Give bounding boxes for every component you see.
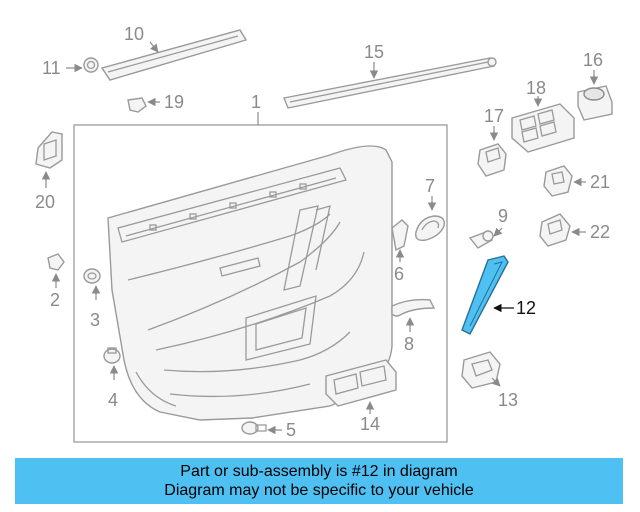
part-19-clip: 19 <box>127 92 184 113</box>
callout-20: 20 <box>35 192 55 212</box>
callout-6: 6 <box>394 264 404 284</box>
part-14-switch-panel: 14 <box>325 359 397 434</box>
part-4-push-clip: 4 <box>103 347 121 410</box>
caption-line-2: Diagram may not be specific to your vehi… <box>164 482 474 499</box>
callout-15: 15 <box>364 42 384 62</box>
caption-banner: Part or sub-assembly is #12 in diagram D… <box>15 458 623 504</box>
part-15-belt-molding: 15 <box>283 42 497 109</box>
part-11-cap: 11 <box>42 57 99 78</box>
parts-diagram: 10 11 19 15 1 <box>35 24 613 443</box>
part-12-highlighted-trim: 12 <box>461 255 536 335</box>
callout-12: 12 <box>516 298 536 318</box>
part-16-knob-switch: 16 <box>577 50 613 121</box>
callout-14: 14 <box>360 414 380 434</box>
callout-10: 10 <box>124 24 144 44</box>
part-17-single-switch: 17 <box>477 106 507 177</box>
callout-4: 4 <box>108 390 118 410</box>
part-8-curved-trim: 8 <box>391 298 436 354</box>
part-20-bracket: 20 <box>35 131 63 212</box>
callout-16: 16 <box>583 50 603 70</box>
callout-22: 22 <box>590 222 610 242</box>
part-21-switch: 21 <box>543 165 610 197</box>
callout-9: 9 <box>498 206 508 226</box>
part-10-upper-trim: 10 <box>100 24 248 81</box>
callout-2: 2 <box>50 290 60 310</box>
part-3-round-clip: 3 <box>83 268 101 330</box>
part-1-door-panel-box: 1 <box>73 92 448 443</box>
part-9-screw: 9 <box>468 206 508 249</box>
callout-7: 7 <box>425 176 435 196</box>
callout-1: 1 <box>251 92 261 112</box>
part-2-clip: 2 <box>47 253 65 310</box>
callout-18: 18 <box>526 78 546 98</box>
callout-3: 3 <box>90 310 100 330</box>
caption-line-1: Part or sub-assembly is #12 in diagram <box>180 463 458 480</box>
part-7-oval-trim: 7 <box>415 176 445 242</box>
part-5-screw: 5 <box>241 420 296 440</box>
part-22-switch: 22 <box>539 213 610 247</box>
callout-13: 13 <box>498 390 518 410</box>
callout-19: 19 <box>164 92 184 112</box>
part-6-bracket: 6 <box>391 219 409 284</box>
callout-21: 21 <box>590 172 610 192</box>
callout-5: 5 <box>286 420 296 440</box>
callout-17: 17 <box>484 106 504 126</box>
part-18-window-switch: 18 <box>511 78 575 153</box>
part-13-switch-bezel: 13 <box>461 351 518 410</box>
callout-11: 11 <box>42 58 61 78</box>
callout-8: 8 <box>404 334 414 354</box>
